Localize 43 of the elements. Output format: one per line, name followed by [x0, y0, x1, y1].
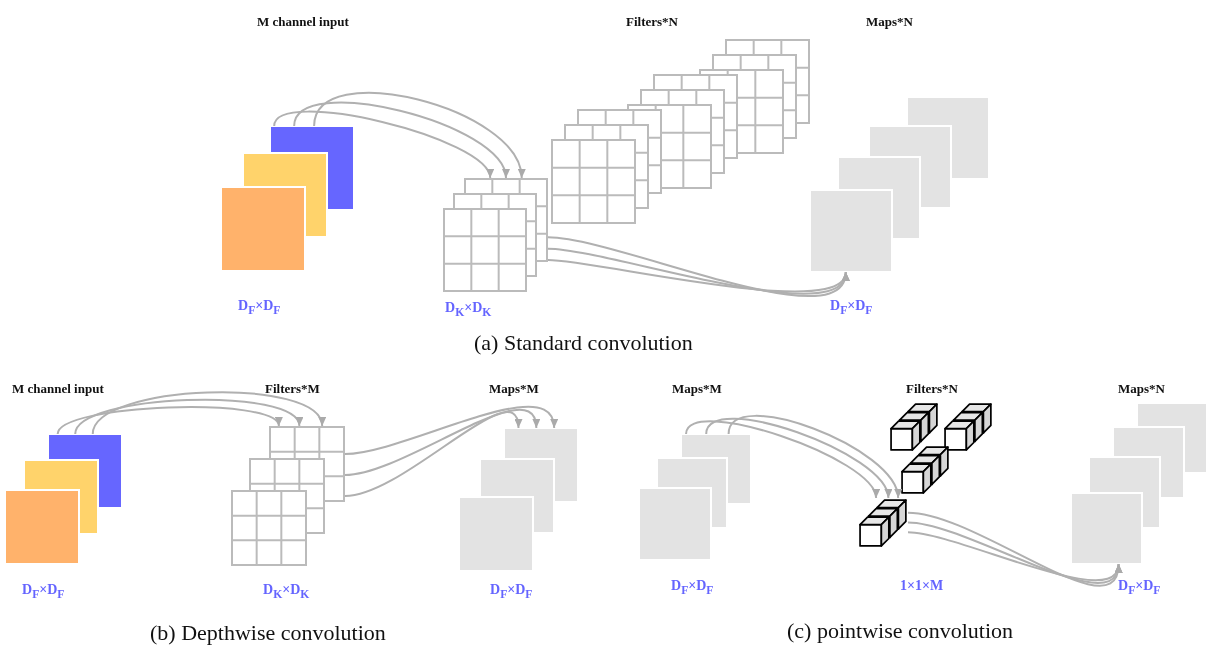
- arrow: [907, 531, 1120, 582]
- dimension-label: D$_{F}$×D$_{F}$: [22, 582, 65, 601]
- arrow: [907, 511, 1121, 587]
- arrow: [685, 420, 878, 499]
- arrow: [91, 391, 324, 435]
- dimension-label: 1×1×M: [900, 578, 944, 594]
- arrow: [273, 110, 492, 179]
- dimension-label: D$_{K}$×D$_{K}$: [263, 582, 310, 601]
- filter-cube-drawing: [890, 402, 939, 451]
- dimension-label: D$_{F}$×D$_{F}$: [238, 298, 281, 317]
- figure-caption: (c) pointwise convolution: [787, 618, 1014, 644]
- panel-heading: Maps*N: [866, 14, 913, 30]
- dimension-label: D$_{F}$×D$_{F}$: [490, 582, 533, 601]
- dimension-label: D$_{F}$×D$_{F}$: [671, 578, 714, 597]
- panel-heading: M channel input: [12, 381, 104, 397]
- panel-heading: Filters*N: [906, 381, 958, 397]
- figure-caption: (a) Standard convolution: [474, 330, 693, 356]
- panel-heading: Maps*N: [1118, 381, 1165, 397]
- arrow: [344, 405, 556, 455]
- arrow: [727, 414, 900, 499]
- arrow: [547, 236, 847, 298]
- figure-caption: (b) Depthwise convolution: [150, 620, 386, 646]
- arrow: [74, 398, 301, 435]
- arrow: [344, 409, 539, 476]
- arrow: [547, 247, 847, 295]
- panel-heading: Maps*M: [672, 381, 722, 397]
- arrow: [344, 411, 521, 497]
- panel-heading: Filters*M: [265, 381, 320, 397]
- arrow: [907, 521, 1121, 584]
- arrow: [313, 91, 524, 179]
- arrow: [705, 417, 890, 499]
- panel-heading: Maps*M: [489, 381, 539, 397]
- filter-cube-drawing: [859, 498, 908, 547]
- panel-heading: M channel input: [257, 14, 349, 30]
- arrow: [293, 101, 508, 179]
- arrow: [56, 406, 280, 435]
- arrow: [547, 259, 847, 293]
- filter-cube-drawing: [944, 402, 993, 451]
- dimension-label: D$_{F}$×D$_{F}$: [1118, 578, 1161, 597]
- panel-heading: Filters*N: [626, 14, 678, 30]
- dimension-label: D$_{F}$×D$_{F}$: [830, 298, 873, 317]
- filter-cube-drawing: [901, 445, 950, 494]
- dimension-label: D$_{K}$×D$_{K}$: [445, 300, 492, 319]
